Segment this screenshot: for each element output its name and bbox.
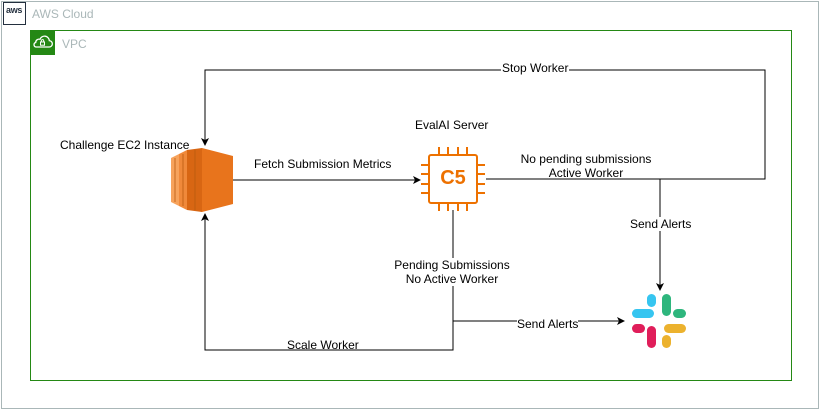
aws-logo-icon: aws — [3, 2, 26, 25]
label-no-pending-line2: Active Worker — [548, 166, 624, 180]
evalai-server-label: EvalAI Server — [415, 118, 489, 132]
label-pending-submissions: Pending Submissions No Active Worker — [394, 258, 510, 286]
vpc-title: VPC — [62, 37, 87, 51]
evalai-c5-chip-icon: C5 — [419, 145, 487, 213]
label-pending-line2: No Active Worker — [405, 272, 499, 286]
label-fetch-submission-metrics: Fetch Submission Metrics — [254, 157, 392, 171]
label-scale-worker: Scale Worker — [287, 338, 359, 352]
vpc-group — [30, 30, 792, 381]
label-pending-line1: Pending Submissions — [394, 258, 510, 272]
ec2-instance-label: Challenge EC2 Instance — [60, 138, 190, 152]
aws-cloud-title: AWS Cloud — [32, 7, 94, 21]
label-send-alerts-bottom: Send Alerts — [517, 317, 579, 331]
label-send-alerts-right: Send Alerts — [630, 217, 692, 231]
vpc-cloud-lock-icon — [30, 30, 55, 55]
label-no-pending-submissions: No pending submissions Active Worker — [514, 152, 658, 180]
evalai-chip-text: C5 — [440, 167, 466, 189]
edge-stop-worker — [201, 69, 766, 180]
label-no-pending-line1: No pending submissions — [520, 152, 652, 166]
aws-logo-text: aws — [6, 5, 23, 15]
slack-icon — [628, 290, 690, 352]
label-stop-worker: Stop Worker — [501, 61, 570, 75]
ec2-instance-icon — [171, 148, 233, 212]
